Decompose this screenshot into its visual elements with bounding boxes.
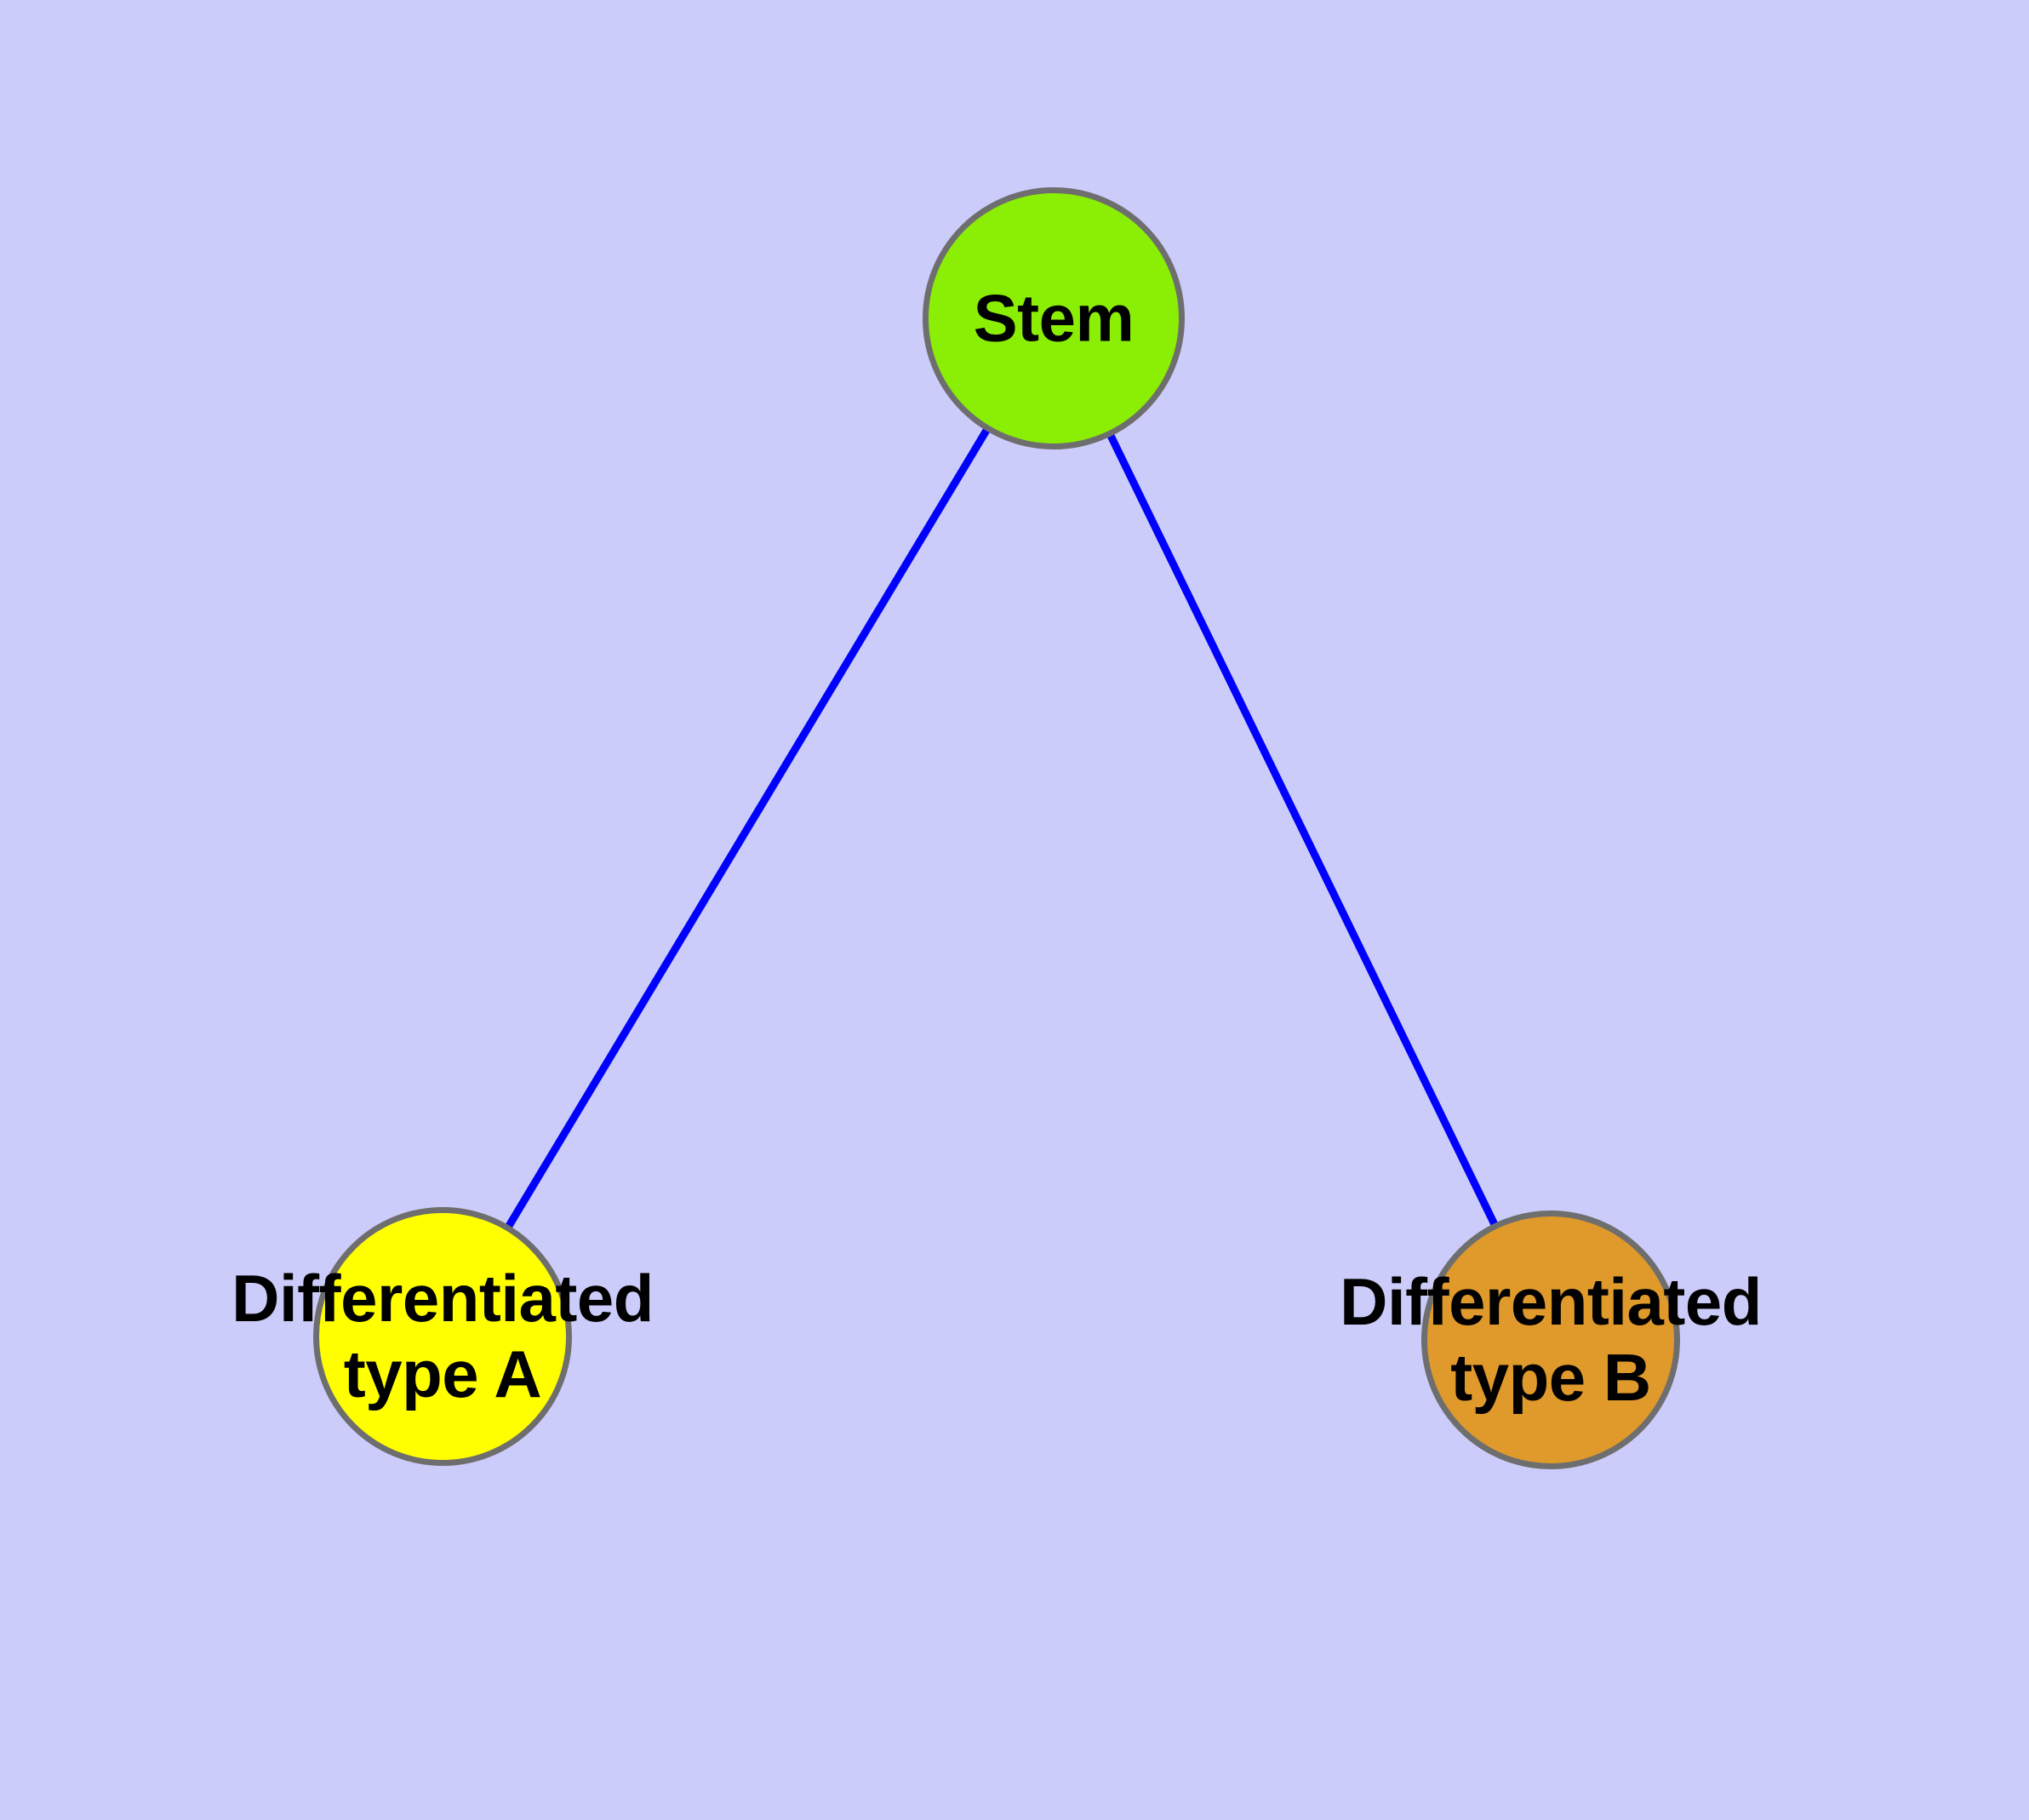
node-differentiated-type-b[interactable] xyxy=(1421,1210,1680,1469)
node-stem[interactable] xyxy=(923,187,1185,449)
edge-stem-to-differentiated-type-b[interactable] xyxy=(1049,317,1555,1342)
edge-stem-to-differentiated-type-a[interactable] xyxy=(439,316,1057,1339)
node-differentiated-type-a[interactable] xyxy=(313,1207,572,1466)
